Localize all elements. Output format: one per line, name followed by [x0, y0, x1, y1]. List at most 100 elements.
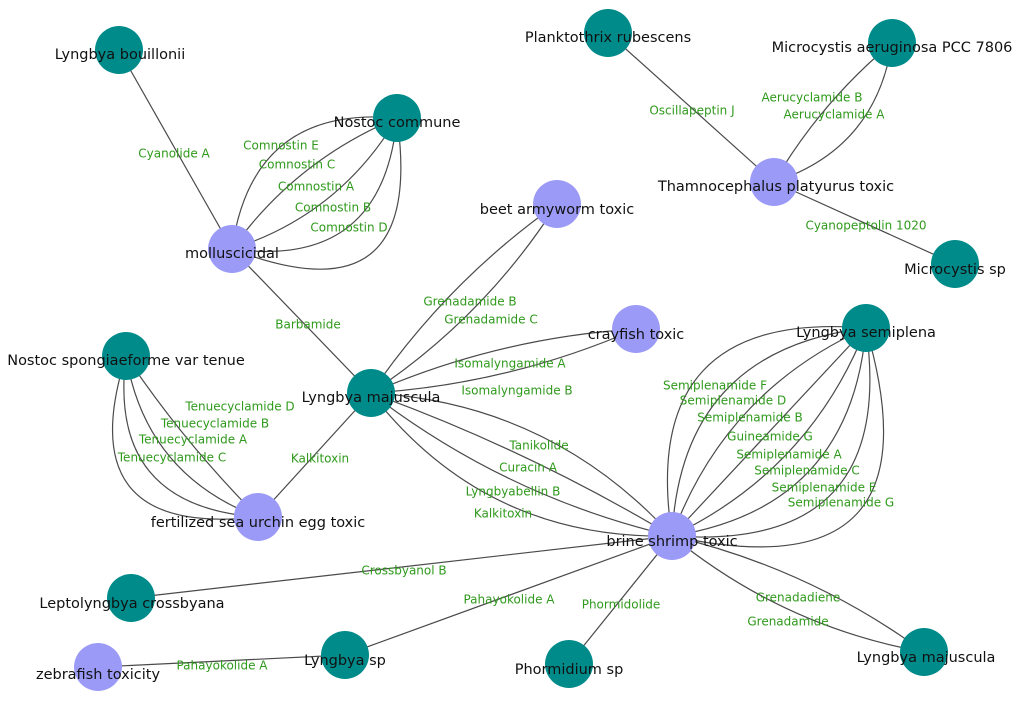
edge-label: Kalkitoxin [474, 507, 532, 521]
edge-label: Semiplenamide B [697, 411, 802, 425]
edge-label: Grenadamide [747, 615, 828, 629]
node-label-leptolyngbya: Leptolyngbya crossbyana [39, 596, 224, 612]
edge-brine_shrimp-lyngbya_majuscula_2 [671, 535, 925, 653]
node-lyngbya_bouillonii[interactable] [95, 26, 143, 74]
edge-lyngbya_sp-brine_shrimp [344, 535, 673, 656]
edge-nostoc_spongiae-sea_urchin [123, 355, 259, 518]
edge-label: Crossbyanol B [361, 564, 446, 578]
edge-crayfish-lyngbya_majuscula [370, 328, 637, 394]
edge-label: Isomalyngamide A [454, 357, 566, 371]
edge-lyngbya_majuscula-brine_shrimp [370, 392, 673, 537]
edge-label: Comnostin D [310, 221, 387, 235]
edge-phormidium-brine_shrimp [568, 535, 673, 665]
edge-label: Aerucyclamide B [762, 91, 863, 105]
edge-label: Barbamide [275, 318, 341, 332]
node-leptolyngbya[interactable] [107, 574, 155, 622]
node-planktothrix[interactable] [584, 9, 632, 57]
edge-label: Phormidolide [582, 598, 661, 612]
node-label-lyngbya_majuscula: Lyngbya majuscula [302, 390, 441, 406]
edge-label: Comnostin E [243, 139, 319, 153]
node-lyngbya_sp[interactable] [321, 631, 369, 679]
node-label-thamnocephalus: Thamnocephalus platyurus toxic [657, 179, 894, 195]
edge-label: Semiplenamide D [680, 394, 786, 408]
edge-lyngbya_majuscula-brine_shrimp [370, 392, 673, 537]
edge-label: Lyngbyabellin B [466, 485, 561, 499]
edge-label: Tenuecyclamide B [160, 417, 269, 431]
node-thamnocephalus[interactable] [750, 158, 798, 206]
node-label-sea_urchin: fertilized sea urchin egg toxic [151, 515, 366, 531]
edge-lyngbya_semiplena-brine_shrimp [666, 326, 867, 537]
node-label-nostoc_commune: Nostoc commune [334, 115, 461, 131]
edge-label: Oscillapeptin J [649, 104, 734, 118]
edge-label: Tanikolide [508, 439, 568, 453]
edge-beet_armyworm-lyngbya_majuscula [370, 203, 558, 394]
edge-label: Pahayokolide A [463, 593, 555, 607]
edge-labels-layer: Cyanolide A Comnostin E Comnostin C Comnost… [117, 91, 927, 673]
edge-lyngbya_semiplena-brine_shrimp [671, 327, 871, 538]
node-label-lyngbya_majuscula_2: Lyngbya majuscula [857, 650, 996, 666]
edge-nostoc_commune-molluscicidal [231, 117, 402, 270]
edge-lyngbya_semiplena-brine_shrimp [671, 327, 867, 537]
node-crayfish[interactable] [612, 305, 660, 353]
edge-label: Tenuecyclamide C [117, 451, 226, 465]
edge-label: Aerucyclamide A [784, 108, 886, 122]
edge-label: Grenadamide B [423, 295, 516, 309]
edge-label: Cyanolide A [138, 147, 210, 161]
edge-lyngbya_semiplena-brine_shrimp [671, 327, 867, 537]
node-label-crayfish: crayfish toxic [588, 327, 685, 343]
node-brine_shrimp[interactable] [648, 512, 696, 560]
edge-crayfish-lyngbya_majuscula [370, 328, 637, 394]
edge-lyngbya_majuscula-brine_shrimp [370, 392, 673, 537]
node-phormidium[interactable] [545, 640, 593, 688]
node-molluscicidal[interactable] [208, 225, 256, 273]
edge-label: Guineamide G [727, 430, 813, 444]
node-nostoc_commune[interactable] [373, 94, 421, 142]
edge-nostoc_spongiae-sea_urchin [125, 355, 259, 518]
edge-label: Comnostin B [295, 201, 371, 215]
edge-label: Pahayokolide A [176, 659, 268, 673]
edge-nostoc_spongiae-sea_urchin [111, 355, 259, 520]
node-nostoc_spongiae[interactable] [102, 332, 150, 380]
edge-label: Semiplenamide C [754, 464, 860, 478]
edge-nostoc_commune-molluscicidal [231, 116, 398, 250]
edge-label: Curacin A [499, 461, 558, 475]
node-label-planktothrix: Planktothrix rubescens [525, 30, 691, 46]
edge-label: Grenadamide C [444, 313, 538, 327]
node-lyngbya_majuscula[interactable] [347, 369, 395, 417]
node-label-lyngbya_bouillonii: Lyngbya bouillonii [55, 47, 185, 63]
node-lyngbya_semiplena[interactable] [842, 304, 890, 352]
edge-label: Kalkitoxin [291, 452, 349, 466]
edge-label: Semiplenamide A [736, 448, 842, 462]
edge-lyngbya_semiplena-brine_shrimp [671, 327, 867, 537]
edge-label: Semiplenamide G [788, 496, 894, 510]
node-label-lyngbya_sp: Lyngbya sp [304, 653, 386, 669]
edge-label: Comnostin C [259, 158, 335, 172]
node-lyngbya_majuscula_2[interactable] [900, 628, 948, 676]
node-label-phormidium: Phormidium sp [515, 662, 624, 678]
nodes-layer [74, 9, 979, 691]
edge-label: Tenuecyclamide D [184, 400, 294, 414]
node-label-nostoc_spongiae: Nostoc spongiaeforme var tenue [7, 353, 245, 369]
edge-zebrafish-lyngbya_sp [97, 654, 346, 668]
node-microcystis_pcc[interactable] [868, 19, 916, 67]
node-microcystis_sp[interactable] [931, 240, 979, 288]
edge-lyngbya_semiplena-brine_shrimp [671, 327, 867, 537]
edge-beet_armyworm-lyngbya_majuscula [370, 203, 558, 394]
edge-lyngbya_semiplena-brine_shrimp [671, 327, 867, 537]
edge-label: Cyanopeptolin 1020 [805, 219, 926, 233]
edge-nostoc_commune-molluscicidal [231, 117, 398, 253]
edge-planktothrix-thamnocephalus [607, 32, 775, 183]
edge-label: Tenuecyclamide A [138, 433, 248, 447]
node-beet_armyworm[interactable] [533, 180, 581, 228]
node-label-beet_armyworm: beet armyworm toxic [480, 202, 635, 218]
node-label-zebrafish: zebrafish toxicity [36, 667, 160, 683]
edge-label: Isomalyngamide B [461, 384, 572, 398]
node-label-molluscicidal: molluscicidal [185, 246, 279, 262]
node-zebrafish[interactable] [74, 643, 122, 691]
node-label-microcystis_pcc: Microcystis aeruginosa PCC 7806 [772, 40, 1013, 56]
edge-label: Semiplenamide E [772, 481, 877, 495]
edge-label: Semiplenamide F [663, 379, 767, 393]
node-sea_urchin[interactable] [234, 493, 282, 541]
edge-nostoc_commune-molluscicidal [231, 117, 398, 250]
node-label-brine_shrimp: brine shrimp toxic [606, 534, 737, 550]
